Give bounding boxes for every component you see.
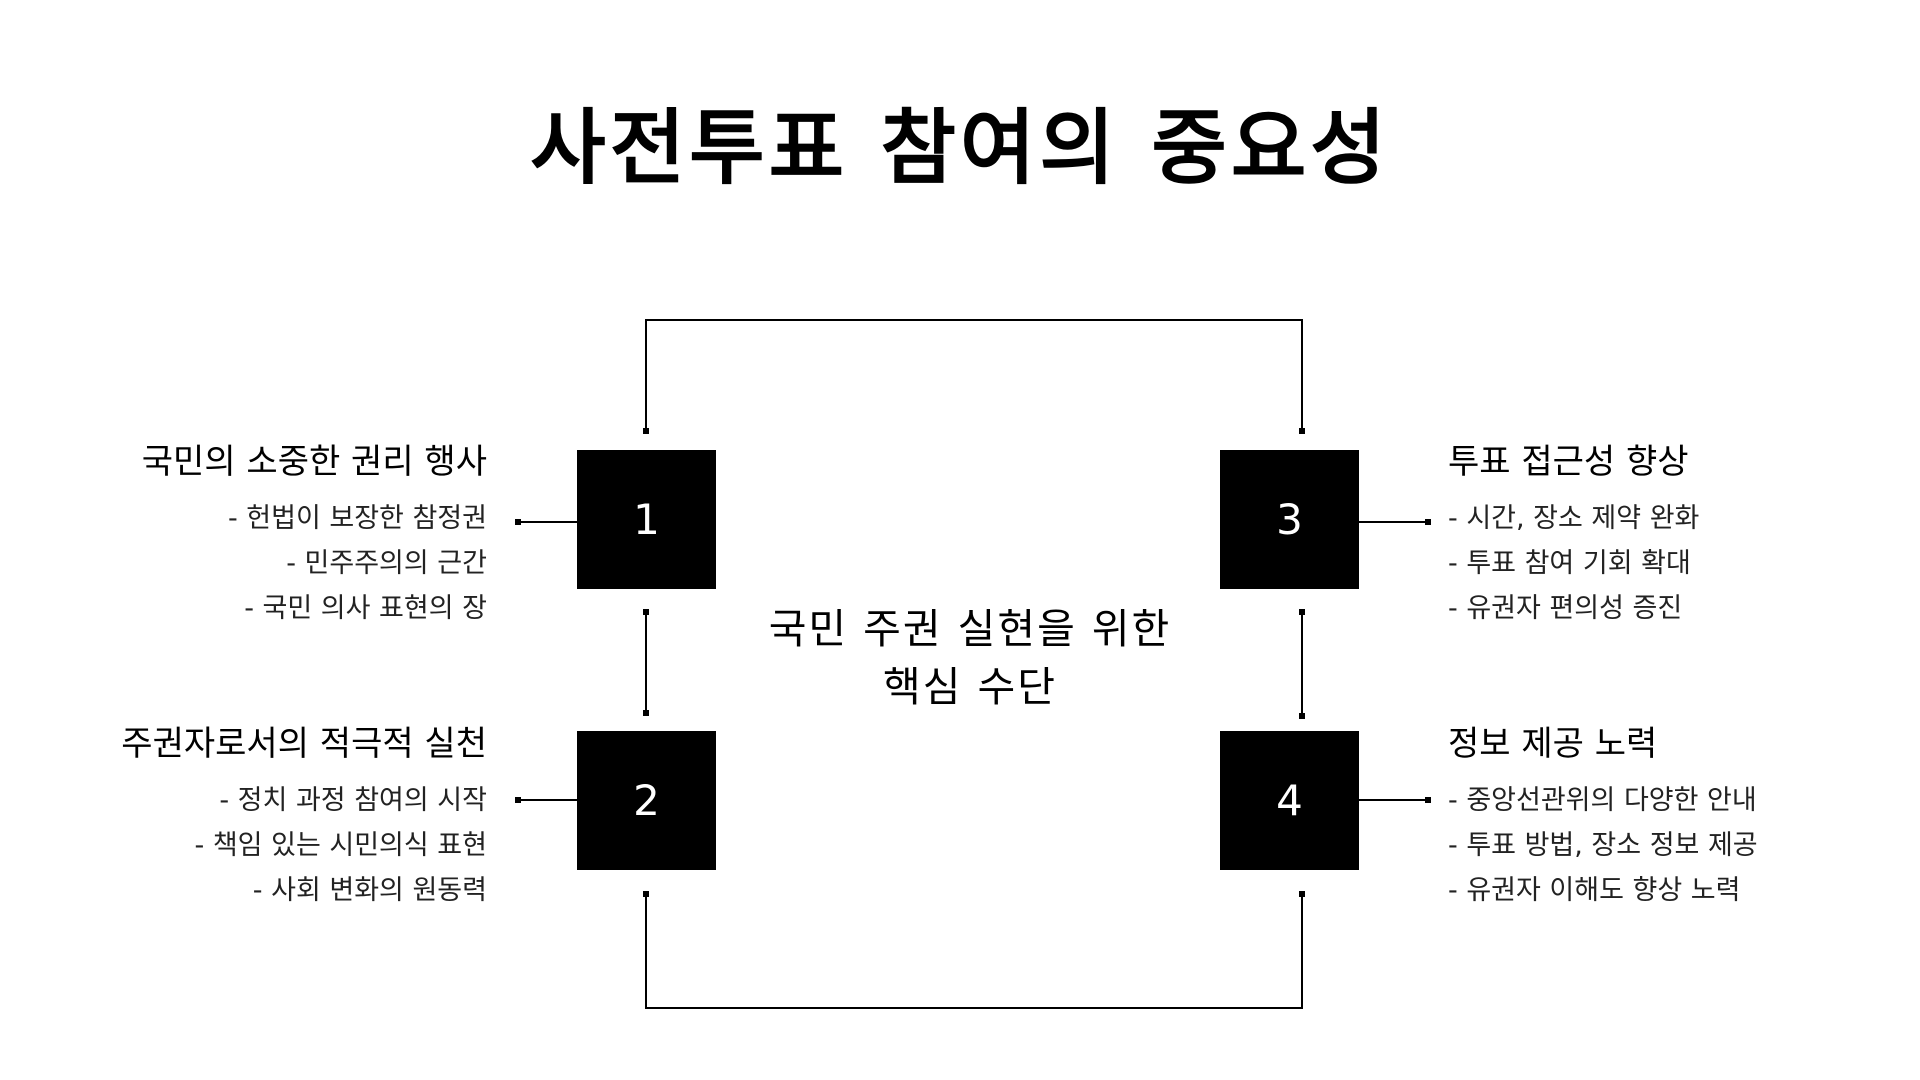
- step-box-2: 2: [577, 731, 716, 870]
- connector-dot: [1299, 428, 1305, 434]
- group-4-item: - 유권자 이해도 향상 노력: [1448, 875, 1741, 906]
- group-3-item: - 시간, 장소 제약 완화: [1448, 503, 1700, 534]
- group-1-item: - 민주주의의 근간: [286, 548, 487, 579]
- connector-top: [645, 319, 1303, 431]
- connector-dot: [643, 891, 649, 897]
- page-title: 사전투표 참여의 중요성: [530, 101, 1390, 196]
- center-caption-line1: 국민 주권 실현을 위한: [768, 605, 1172, 653]
- connector-dot: [1299, 609, 1305, 615]
- group-3: 투표 접근성 향상 - 시간, 장소 제약 완화 - 투표 참여 기회 확대 -…: [1448, 440, 1888, 631]
- group-1-item: - 국민 의사 표현의 장: [244, 593, 487, 624]
- connector-dot: [1299, 713, 1305, 719]
- group-3-item: - 투표 참여 기회 확대: [1448, 548, 1691, 579]
- group-2-item: - 사회 변화의 원동력: [252, 875, 487, 906]
- group-3-item: - 유권자 편의성 증진: [1448, 593, 1683, 624]
- group-1-title: 국민의 소중한 권리 행사: [141, 442, 487, 482]
- group-2-item: - 책임 있는 시민의식 표현: [194, 830, 487, 861]
- group-1-item: - 헌법이 보장한 참정권: [227, 503, 487, 534]
- group-4-item: - 중앙선관위의 다양한 안내: [1448, 785, 1757, 816]
- group-1: 국민의 소중한 권리 행사 - 헌법이 보장한 참정권 - 민주주의의 근간 -…: [47, 440, 487, 631]
- connector-dot: [1299, 891, 1305, 897]
- center-caption-line2: 핵심 수단: [883, 663, 1057, 711]
- group-2-item: - 정치 과정 참여의 시작: [219, 785, 487, 816]
- connector-dot: [643, 609, 649, 615]
- group-2: 주권자로서의 적극적 실천 - 정치 과정 참여의 시작 - 책임 있는 시민의…: [47, 722, 487, 913]
- connector-bottom: [645, 894, 1303, 1009]
- connector-dot: [1425, 519, 1431, 525]
- step-box-1: 1: [577, 450, 716, 589]
- connector-dot: [643, 710, 649, 716]
- center-caption: 국민 주권 실현을 위한 핵심 수단: [740, 600, 1200, 716]
- connector-dot: [515, 797, 521, 803]
- connector-dot: [1425, 797, 1431, 803]
- group-2-title: 주권자로서의 적극적 실천: [121, 724, 487, 764]
- step-box-3: 3: [1220, 450, 1359, 589]
- step-box-4: 4: [1220, 731, 1359, 870]
- connector-dot: [643, 428, 649, 434]
- group-4-item: - 투표 방법, 장소 정보 제공: [1448, 830, 1758, 861]
- group-4: 정보 제공 노력 - 중앙선관위의 다양한 안내 - 투표 방법, 장소 정보 …: [1448, 722, 1888, 913]
- connector-dot: [515, 519, 521, 525]
- group-4-title: 정보 제공 노력: [1448, 724, 1658, 764]
- group-3-title: 투표 접근성 향상: [1448, 442, 1689, 482]
